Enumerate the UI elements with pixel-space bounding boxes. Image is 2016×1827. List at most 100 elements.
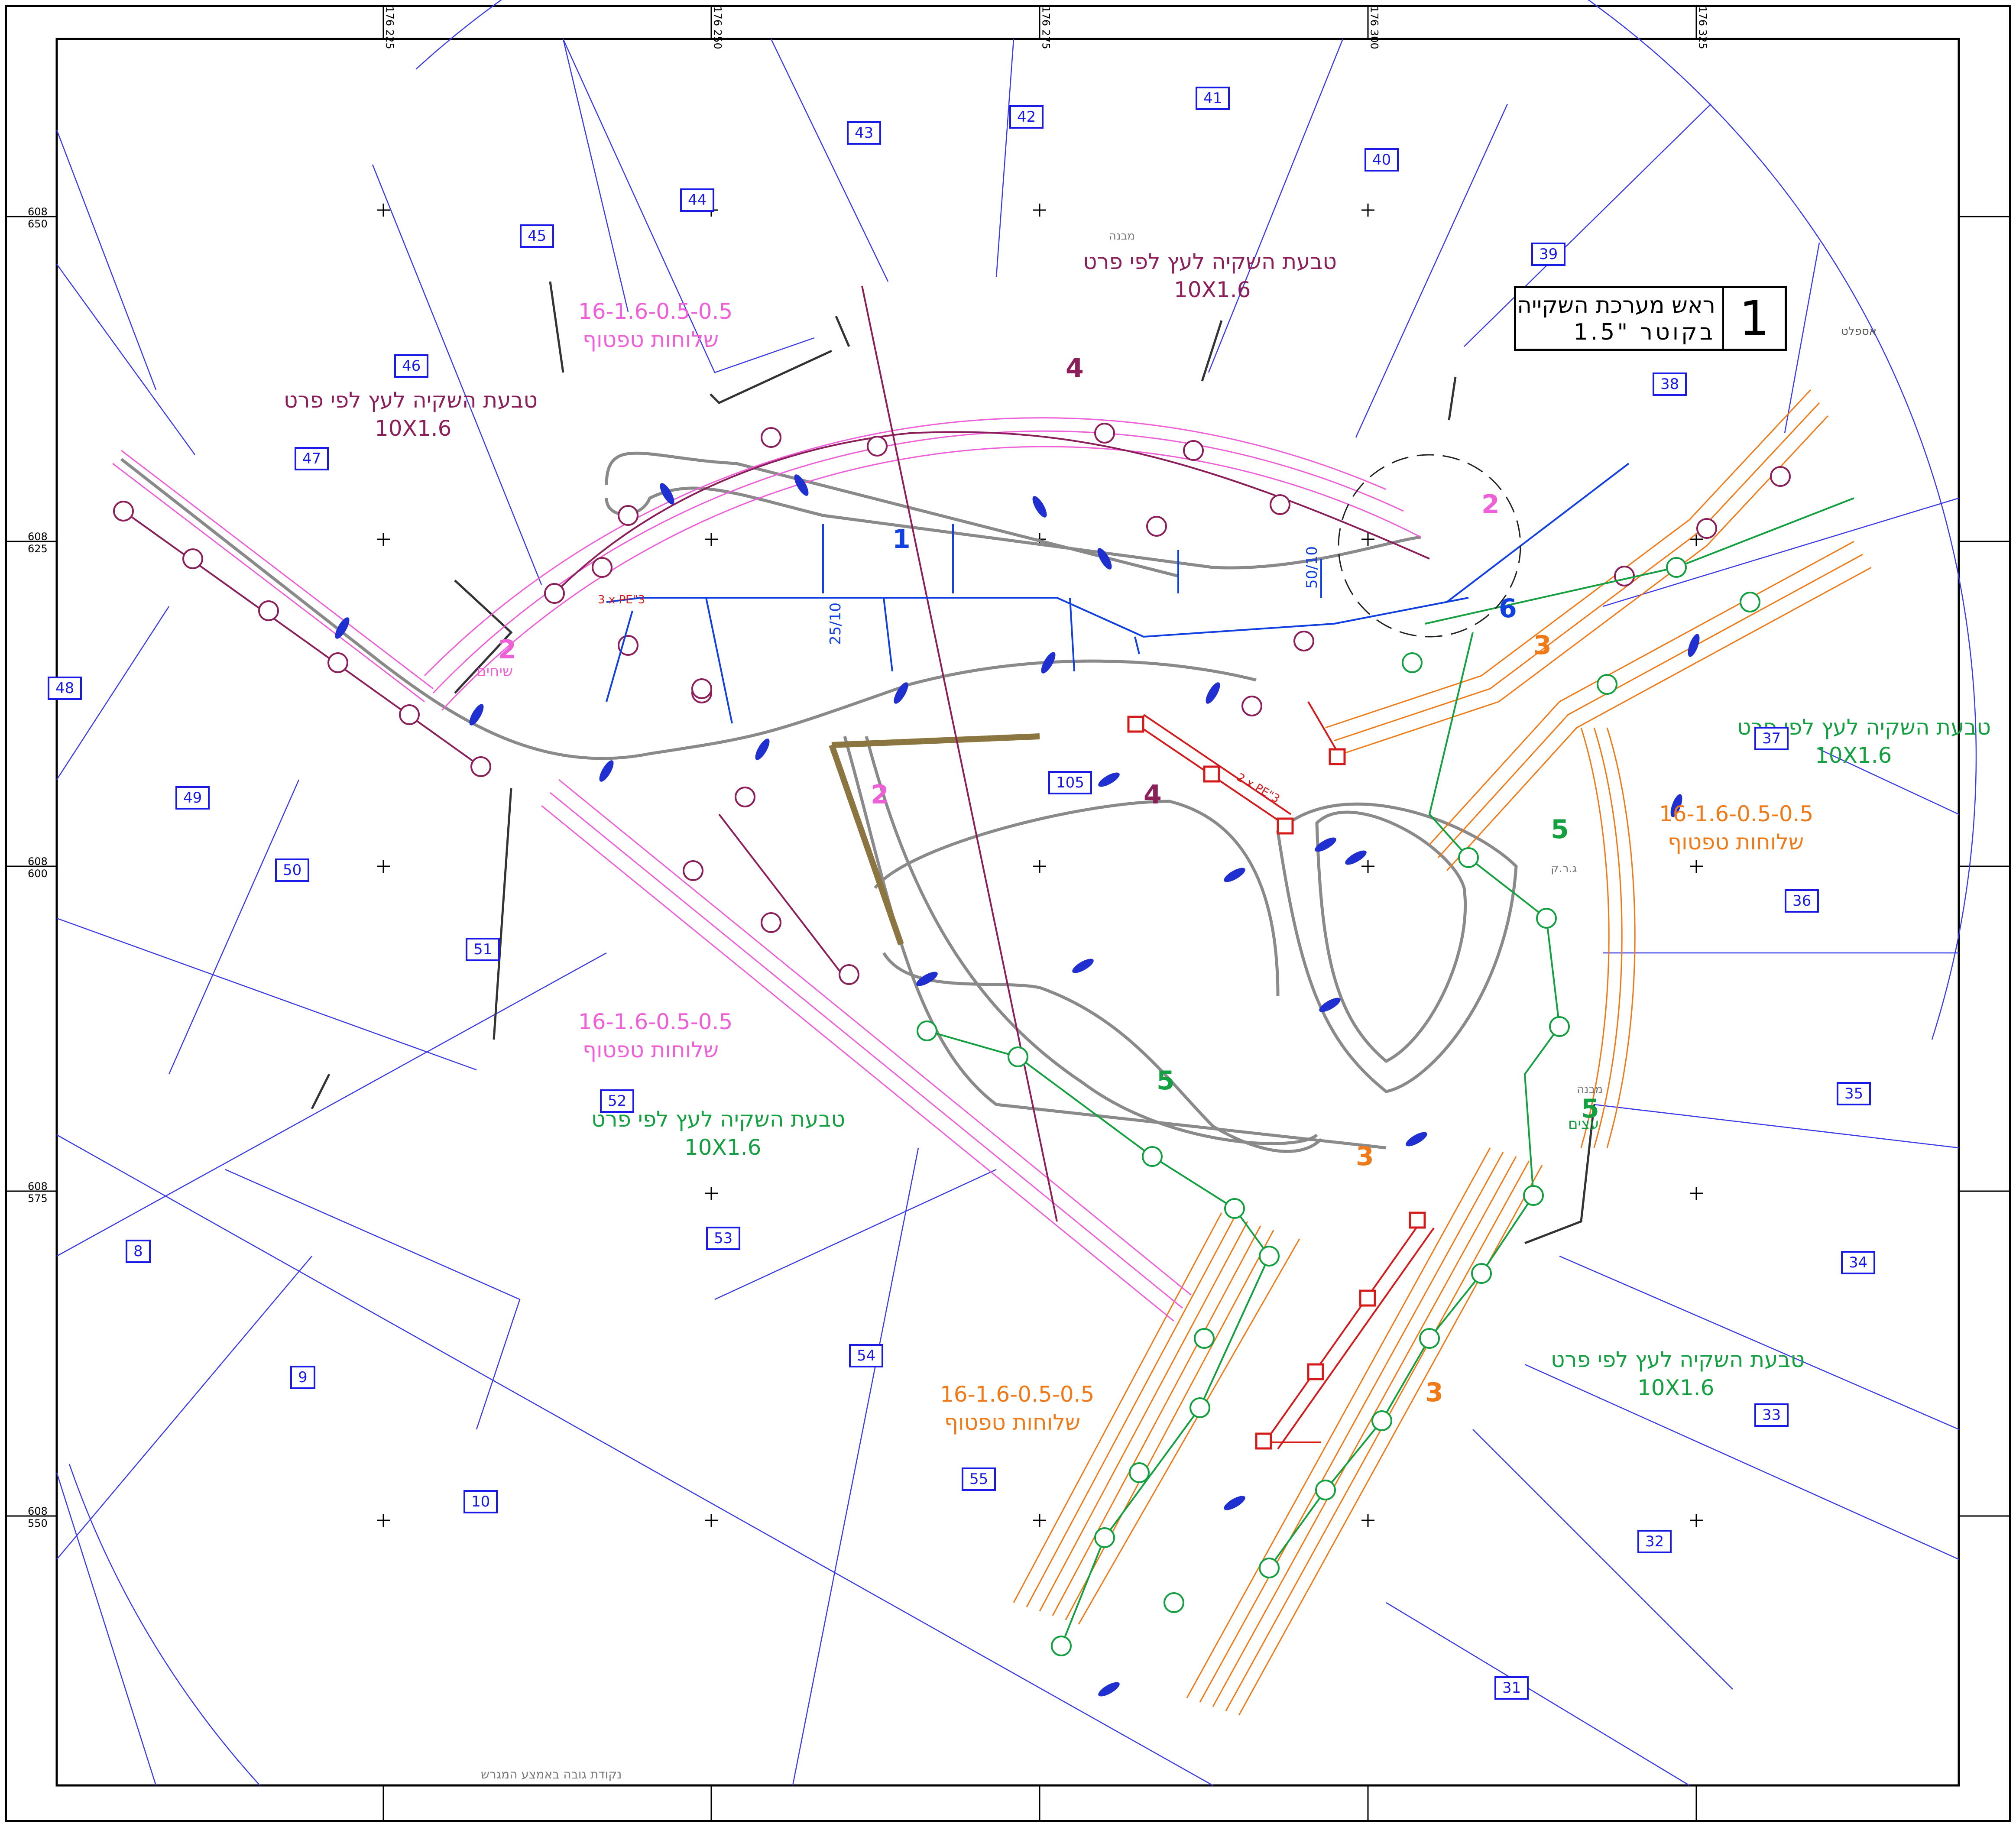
maroon-valves [113, 423, 1791, 985]
valve-tag-5: 5 [1581, 1094, 1599, 1124]
grid-side-label: 608 650 [28, 206, 48, 230]
lot-label: 39 [1531, 243, 1566, 266]
valve-tag-6: 6 [1499, 593, 1517, 624]
outer-arc [415, 0, 1977, 1040]
lot-label: 48 [48, 677, 82, 700]
lot-label: 50 [275, 858, 310, 882]
grid-crosses [377, 204, 1703, 1527]
pipe-label: 50/10 [1303, 546, 1321, 589]
grid-side-label: 608 550 [28, 1505, 48, 1529]
bottom-note: נקודת גובה באמצע המגרש [481, 1767, 622, 1782]
grid-side-label: 608 625 [28, 531, 48, 555]
valve-tag-3: 3 [1425, 1377, 1443, 1408]
grid-top-label: 176 225 [383, 6, 396, 49]
maroon-top-title: טבעת השקיה לעץ לפי פרט [1083, 249, 1337, 274]
red-nodes [1127, 716, 1426, 1450]
maroon-left-size: 10X1.6 [375, 416, 452, 441]
sprinklers [335, 474, 1700, 1697]
road-edges [120, 451, 1518, 1153]
valve-tag-3: 3 [1533, 630, 1552, 661]
lot-label: 35 [1837, 1082, 1871, 1105]
zone-label-shrubs: שיחים [476, 663, 513, 680]
outer-frame [5, 5, 2011, 1822]
lot-label: 42 [1009, 105, 1044, 129]
orange-bottom-code: 16-1.6-0.5-0.5 [940, 1382, 1095, 1407]
pink-mid-label: שלוחות טפטוף [583, 1037, 719, 1063]
retaining-wall [829, 733, 1040, 946]
green-right-size: 10X1.6 [1815, 743, 1892, 768]
lot-label: 31 [1494, 1676, 1529, 1700]
valve-tag-4: 4 [1066, 353, 1084, 383]
parcel-lines [56, 39, 1959, 1786]
head-marker [1338, 454, 1521, 638]
orange-drip-band [1013, 389, 1872, 1716]
pipe-label: 3 x PE"3 [598, 593, 645, 606]
grid-ticks [6, 6, 2010, 1821]
lot-label: 9 [290, 1366, 315, 1389]
lot-label: 38 [1653, 373, 1687, 396]
irrigation-head-box: 1 ראש מערכת השקייה בקוטר "1.5 [1514, 286, 1787, 351]
lot-label: 47 [295, 447, 329, 470]
valve-tag-4: 4 [1144, 780, 1162, 810]
green-left-size: 10X1.6 [684, 1135, 762, 1160]
valve-tag-2: 2 [871, 780, 889, 810]
structure-label: מבנה [1577, 1083, 1603, 1096]
lot-label: 41 [1196, 87, 1230, 110]
lot-label: 32 [1637, 1530, 1672, 1553]
valve-tag-2: 2 [498, 635, 516, 665]
valve-tag-5: 5 [1551, 814, 1569, 845]
lot-label: 52 [600, 1089, 635, 1113]
lot-label: 34 [1841, 1251, 1876, 1274]
orange-bottom-label: שלוחות טפטוף [944, 1410, 1081, 1435]
pink-top-label: שלוחות טפטוף [583, 327, 719, 352]
grid-top-label: 176 300 [1368, 6, 1381, 49]
walls [311, 281, 1595, 1244]
zone-label-trees: עצים [1568, 1115, 1599, 1133]
inner-frame [55, 38, 1960, 1787]
maroon-line [123, 285, 1430, 1222]
pipe-label: 25/10 [826, 603, 844, 645]
lot-label: 105 [1048, 771, 1092, 794]
green-bottom-size: 10X1.6 [1637, 1375, 1715, 1400]
blue-line [606, 463, 1630, 724]
structure-label: מבנה [1109, 230, 1135, 243]
grid-top-label: 176 325 [1696, 6, 1709, 49]
valve-tag-5: 5 [1157, 1066, 1175, 1096]
valve-tag-3: 3 [1356, 1141, 1374, 1172]
lot-label: 37 [1754, 727, 1789, 750]
grid-side-label: 608 575 [28, 1180, 48, 1205]
lot-label: 44 [680, 188, 715, 212]
maroon-left-title: טבעת השקיה לעץ לפי פרט [284, 388, 538, 413]
lot-label: 45 [520, 224, 554, 248]
lot-label: 49 [175, 786, 210, 810]
grid-top-label: 176 275 [1040, 6, 1052, 49]
lot-label: 8 [126, 1240, 151, 1263]
asphalt-label: אספלט [1841, 325, 1877, 338]
lot-label: 55 [962, 1467, 996, 1491]
head-line-2: בקוטר "1.5 [1573, 319, 1715, 345]
green-bottom-title: טבעת השקיה לעץ לפי פרט [1551, 1347, 1805, 1372]
head-number: 1 [1722, 288, 1785, 349]
green-valves [917, 557, 1760, 1656]
hedge-label: ג.ר.ק [1551, 862, 1577, 875]
grid-top-label: 176 250 [711, 6, 724, 49]
lot-label: 51 [466, 938, 500, 961]
lot-label: 33 [1754, 1403, 1789, 1427]
pink-mid-code: 16-1.6-0.5-0.5 [578, 1009, 733, 1034]
lot-label: 46 [394, 354, 429, 378]
orange-right-label: שלוחות טפטוף [1668, 829, 1804, 855]
valve-tag-2: 2 [1481, 489, 1500, 520]
lot-label: 54 [849, 1344, 884, 1367]
orange-right-code: 16-1.6-0.5-0.5 [1659, 801, 1814, 826]
head-line-1: ראש מערכת השקייה [1517, 292, 1715, 318]
lot-label: 53 [706, 1227, 741, 1250]
lot-label: 43 [847, 121, 882, 145]
lot-label: 36 [1785, 889, 1819, 913]
lot-label: 40 [1365, 148, 1399, 172]
lot-label: 10 [463, 1490, 498, 1513]
valve-tag-1: 1 [892, 524, 911, 554]
maroon-top-size: 10X1.6 [1174, 277, 1251, 302]
grid-side-label: 608 600 [28, 855, 48, 880]
pink-top-code: 16-1.6-0.5-0.5 [578, 299, 733, 324]
